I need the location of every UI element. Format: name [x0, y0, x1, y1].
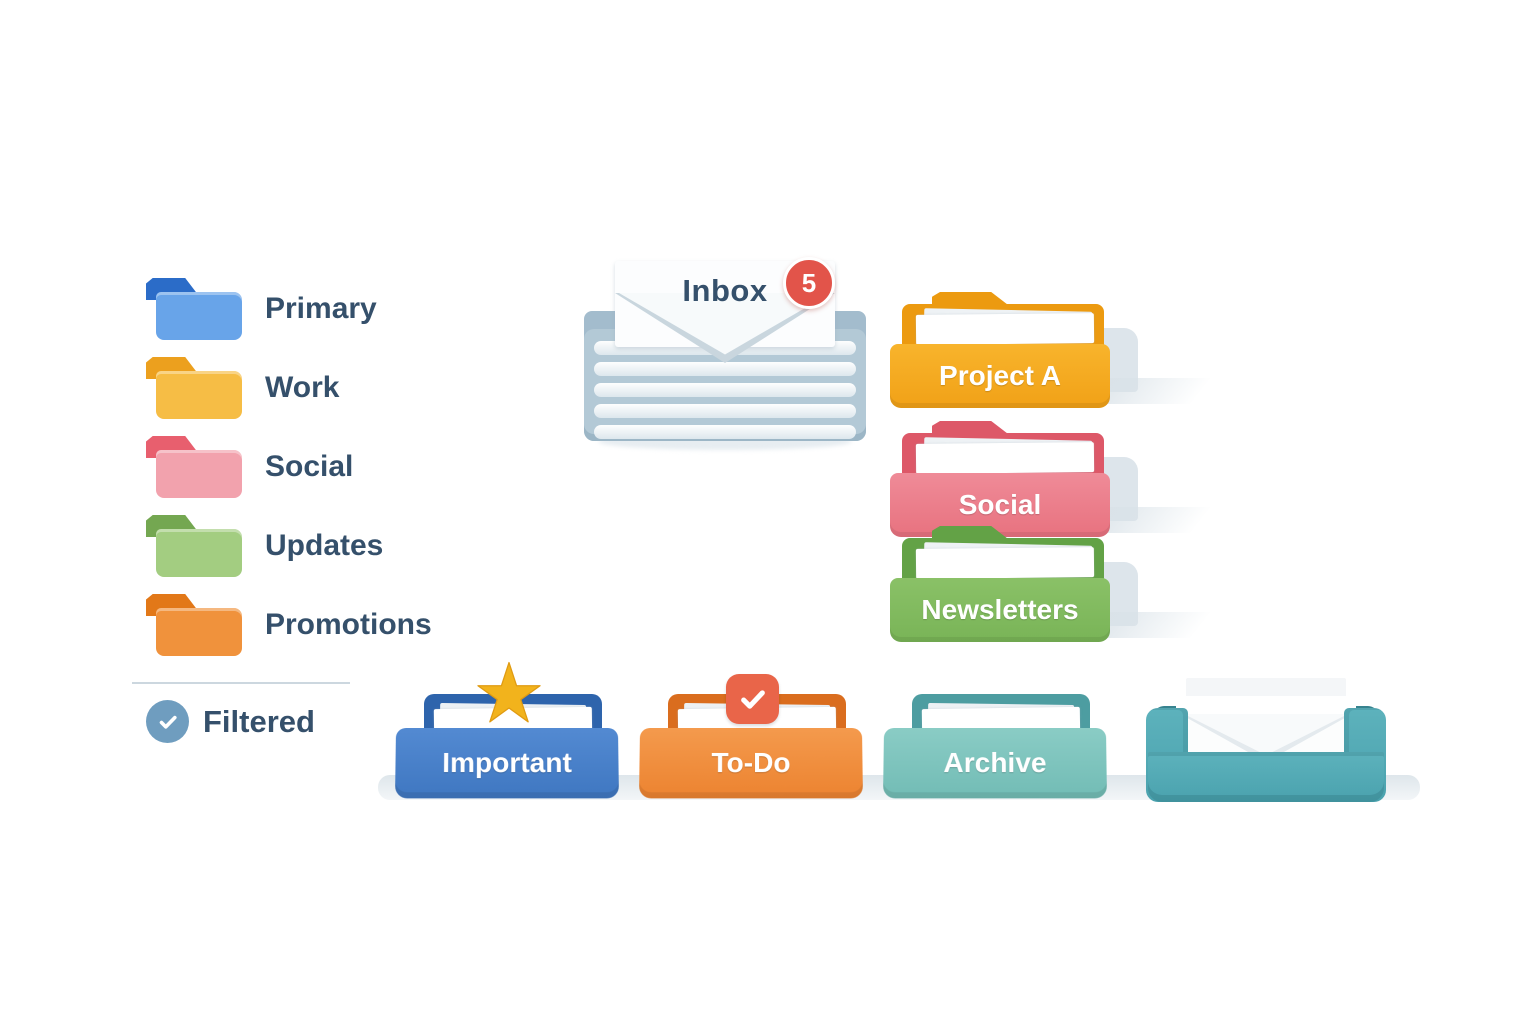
legend-item-work: Work	[146, 357, 566, 419]
check-circle-icon	[146, 700, 189, 743]
legend-item-social: Social	[146, 436, 566, 498]
legend-label: Social	[265, 450, 354, 483]
folder-label: Project A	[890, 344, 1110, 408]
legend-label: Work	[265, 371, 340, 404]
folder-icon	[146, 594, 242, 656]
legend-item-filtered: Filtered	[146, 700, 446, 744]
legend-label: Promotions	[265, 608, 432, 641]
legend-divider	[132, 682, 350, 684]
paper-icon	[915, 442, 1095, 474]
unread-count-badge: 5	[783, 257, 835, 309]
folder-label: Social	[890, 473, 1110, 537]
folder-icon	[146, 357, 242, 419]
legend-item-promotions: Promotions	[146, 594, 566, 656]
paper-icon	[915, 547, 1095, 579]
tray-front-wall	[1148, 752, 1384, 802]
check-icon	[726, 674, 779, 724]
paper-icon	[1176, 696, 1356, 716]
paper-icon	[915, 313, 1095, 345]
legend-label: Updates	[265, 529, 384, 562]
folder-label: To-Do	[639, 728, 863, 799]
star-icon	[477, 661, 541, 723]
folder-label: Important	[395, 728, 619, 799]
folder-icon	[146, 515, 242, 577]
inbox-tray	[584, 329, 866, 441]
folder-archive: Archive	[883, 660, 1118, 802]
inbox-title: Inbox	[682, 273, 768, 308]
folder-todo: To-Do	[639, 660, 874, 802]
folder-project-a: Project A	[890, 292, 1212, 410]
legend-item-updates: Updates	[146, 515, 566, 577]
folder-important: Important	[395, 660, 630, 802]
folder-icon	[146, 278, 242, 340]
inbox-illustration: Inbox 5	[570, 253, 880, 458]
folder-label: Newsletters	[890, 578, 1110, 642]
folder-label: Archive	[883, 728, 1107, 799]
filtered-label: Filtered	[203, 704, 315, 739]
archive-tray-illustration	[1146, 660, 1386, 802]
folder-icon	[146, 436, 242, 498]
folder-newsletters: Newsletters	[890, 526, 1212, 644]
folder-social: Social	[890, 421, 1212, 539]
legend-label: Primary	[265, 292, 377, 325]
legend-item-primary: Primary	[146, 278, 566, 340]
